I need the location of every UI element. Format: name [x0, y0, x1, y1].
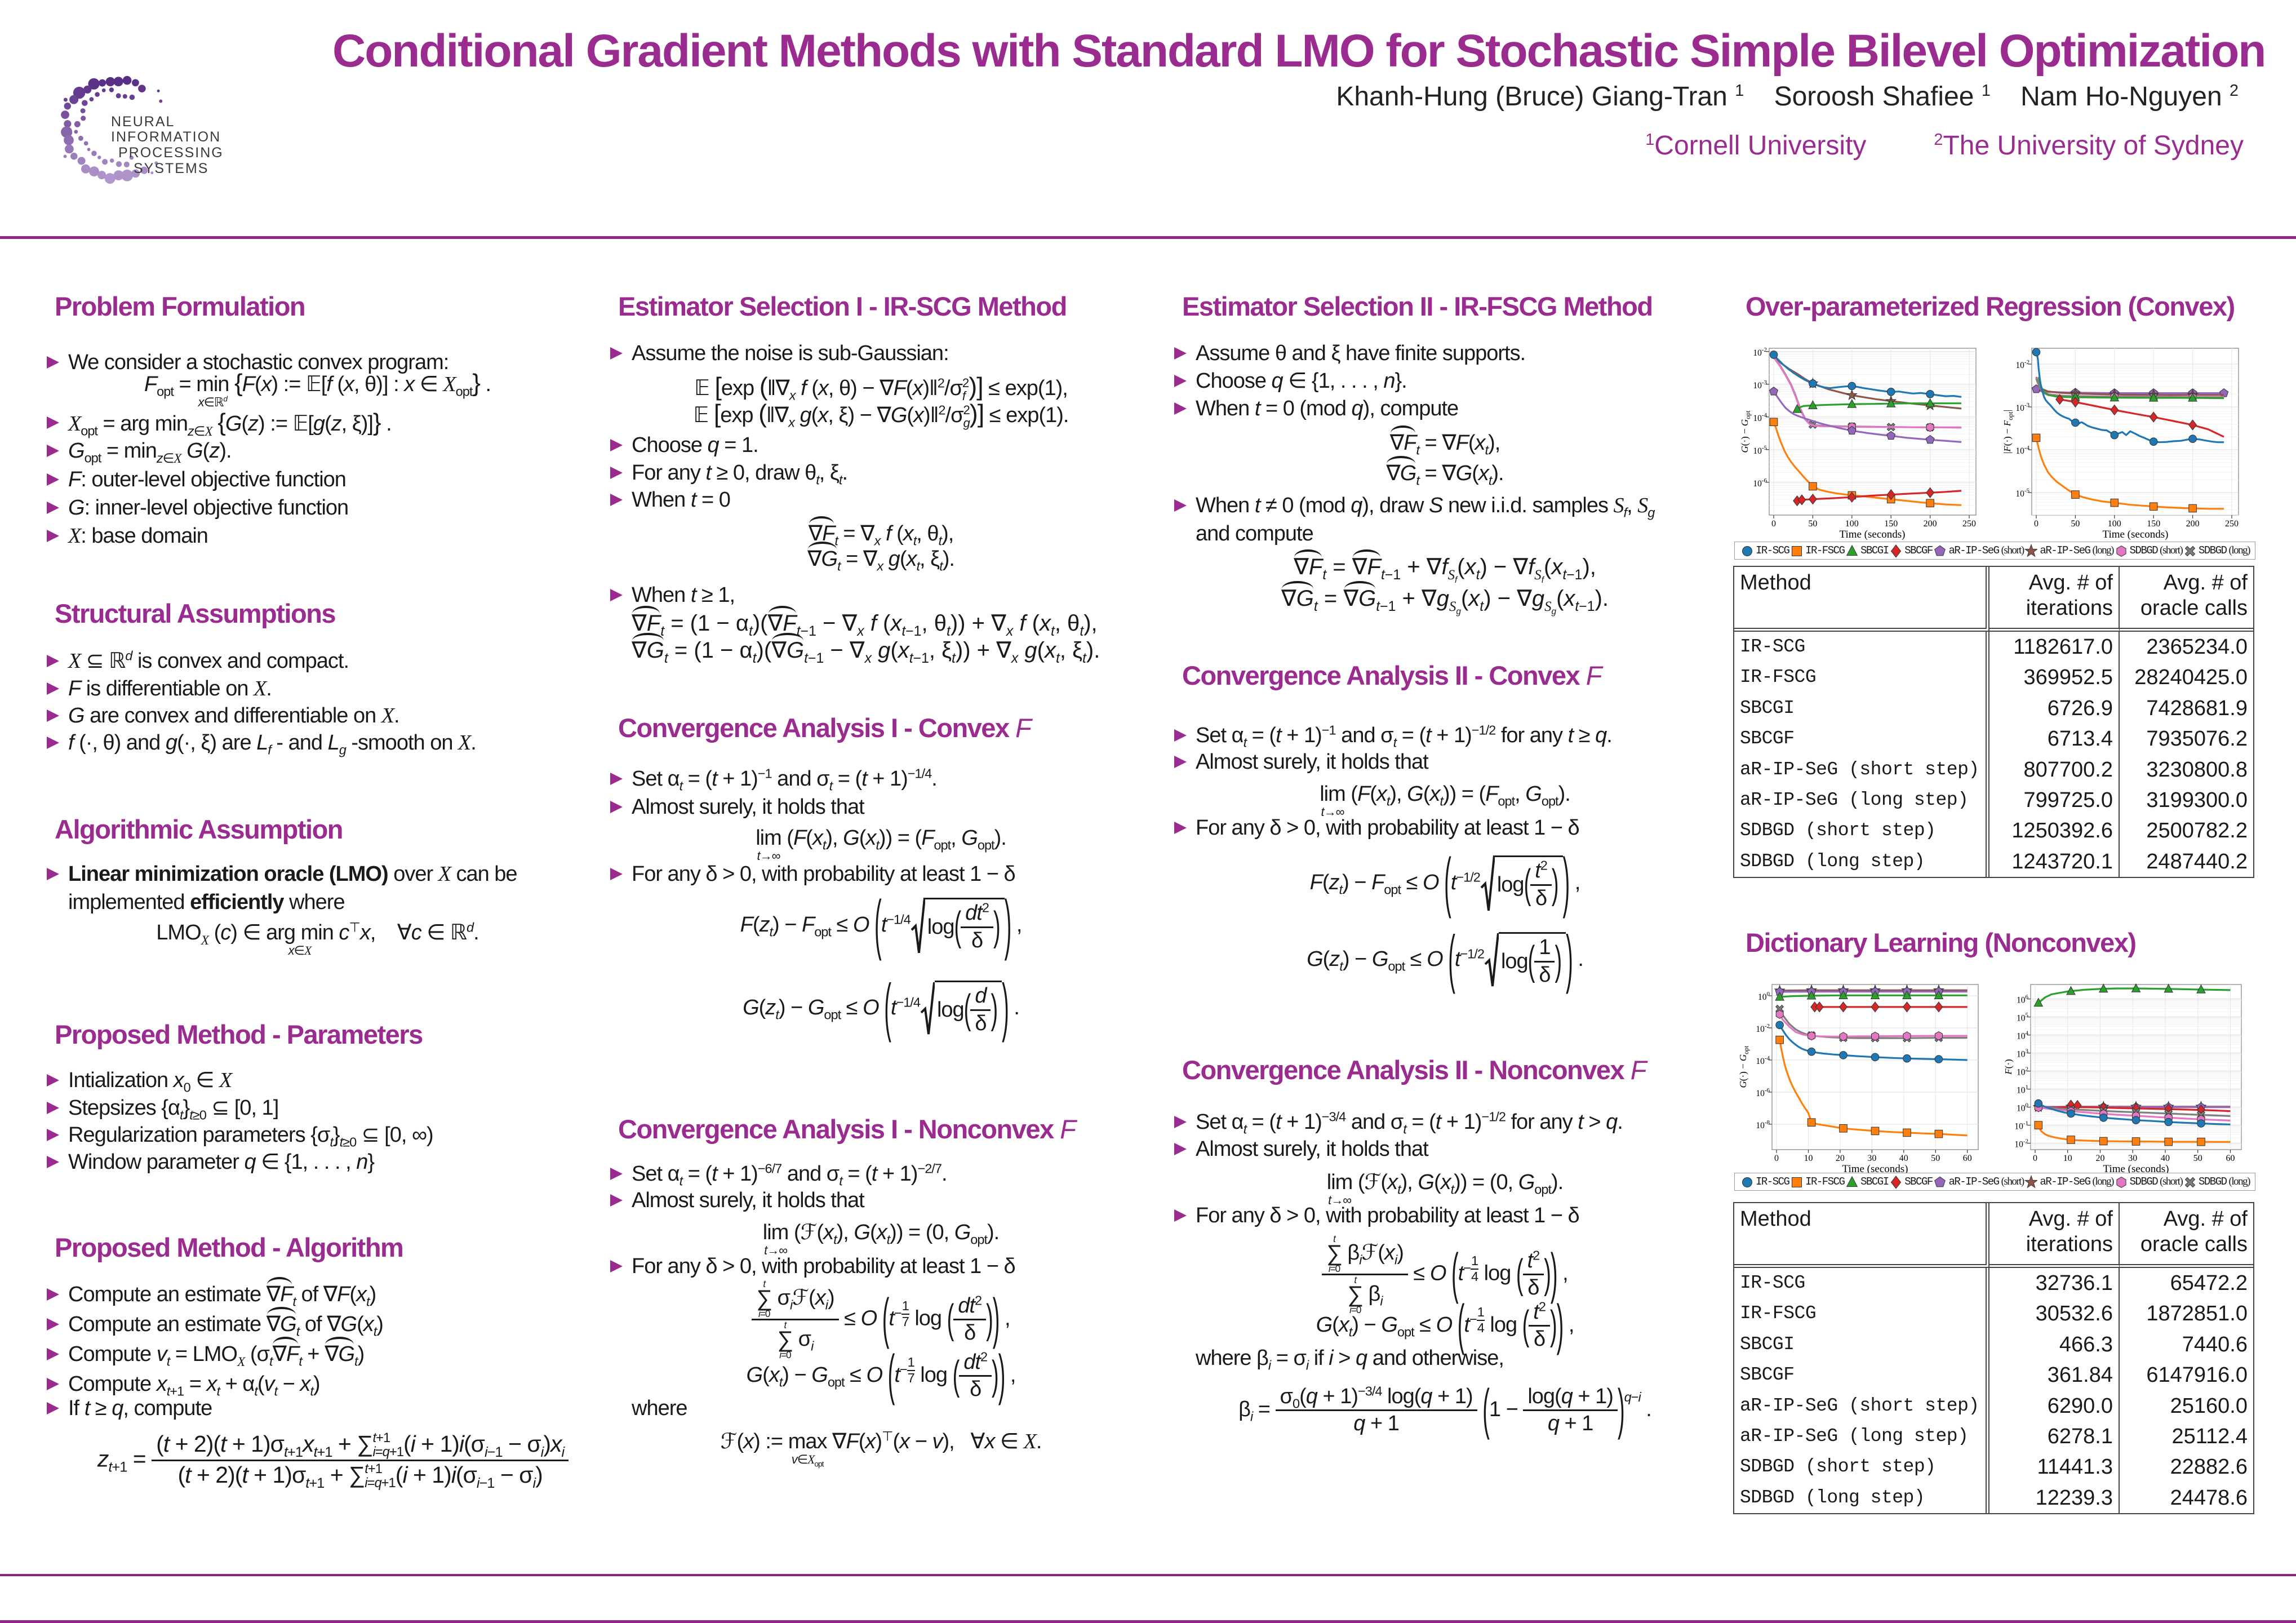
svg-text:F(·): F(·) [2003, 1059, 2014, 1075]
svg-text:104: 104 [2017, 1030, 2029, 1041]
svg-text:G(·) − Gopt: G(·) − Gopt [1738, 1045, 1750, 1088]
svg-text:10: 10 [2063, 1154, 2072, 1163]
svg-text:50: 50 [1931, 1154, 1940, 1163]
svg-text:10-3: 10-3 [2015, 402, 2029, 413]
svg-text:106: 106 [2017, 994, 2029, 1005]
svg-text:|F(·) − Fopt|: |F(·) − Fopt| [2002, 410, 2014, 454]
svg-text:SYSTEMS: SYSTEMS [134, 161, 208, 176]
svg-text:10-4: 10-4 [1753, 412, 1767, 423]
svg-text:0: 0 [1771, 519, 1776, 529]
svg-text:101: 101 [2017, 1084, 2028, 1096]
svg-text:10-5: 10-5 [1753, 445, 1767, 456]
svg-text:10-2: 10-2 [2014, 1138, 2028, 1150]
svg-text:10-5: 10-5 [2015, 487, 2029, 499]
svg-text:150: 150 [1884, 519, 1898, 529]
svg-text:30: 30 [1867, 1154, 1876, 1163]
svg-text:10-3: 10-3 [1753, 379, 1767, 391]
svg-text:20: 20 [1836, 1154, 1845, 1163]
svg-text:250: 250 [1962, 519, 1976, 529]
svg-text:Time (seconds): Time (seconds) [1840, 529, 1906, 540]
svg-text:50: 50 [2193, 1154, 2202, 1163]
svg-text:10-1: 10-1 [2014, 1120, 2028, 1132]
svg-text:30: 30 [2128, 1154, 2137, 1163]
svg-text:10-4: 10-4 [2015, 445, 2029, 456]
svg-text:10-6: 10-6 [1753, 477, 1767, 489]
svg-text:100: 100 [1758, 991, 1770, 1002]
svg-text:60: 60 [2226, 1154, 2235, 1163]
svg-text:100: 100 [2108, 519, 2121, 529]
svg-text:20: 20 [2096, 1154, 2105, 1163]
svg-text:50: 50 [1808, 519, 1817, 529]
svg-text:10-4: 10-4 [1756, 1055, 1770, 1066]
svg-text:0: 0 [2034, 519, 2039, 529]
svg-text:100: 100 [2017, 1102, 2029, 1114]
svg-text:Time (seconds): Time (seconds) [1842, 1163, 1908, 1175]
svg-text:40: 40 [2161, 1154, 2170, 1163]
svg-text:250: 250 [2225, 519, 2239, 529]
svg-text:40: 40 [1899, 1154, 1908, 1163]
svg-text:10-2: 10-2 [2015, 359, 2029, 370]
svg-text:INFORMATION: INFORMATION [111, 129, 221, 145]
svg-text:200: 200 [2186, 519, 2200, 529]
svg-text:Time (seconds): Time (seconds) [2103, 1163, 2169, 1175]
svg-text:0: 0 [2033, 1154, 2037, 1163]
svg-text:PROCESSING: PROCESSING [118, 145, 224, 161]
svg-text:103: 103 [2017, 1048, 2029, 1059]
svg-text:10-8: 10-8 [1756, 1119, 1770, 1130]
svg-text:G(·) − Gopt: G(·) − Gopt [1739, 410, 1752, 453]
svg-text:10-6: 10-6 [1756, 1087, 1770, 1098]
svg-text:102: 102 [2017, 1066, 2028, 1077]
svg-text:60: 60 [1963, 1154, 1972, 1163]
svg-text:10: 10 [1804, 1154, 1813, 1163]
svg-text:Time (seconds): Time (seconds) [2103, 529, 2169, 540]
svg-text:10-2: 10-2 [1756, 1023, 1770, 1034]
svg-text:50: 50 [2071, 519, 2080, 529]
svg-text:105: 105 [2017, 1012, 2029, 1023]
svg-text:0: 0 [1774, 1154, 1779, 1163]
svg-text:200: 200 [1924, 519, 1937, 529]
svg-text:150: 150 [2147, 519, 2160, 529]
svg-text:NEURAL: NEURAL [111, 114, 175, 130]
svg-text:10-2: 10-2 [1753, 347, 1767, 358]
svg-text:100: 100 [1845, 519, 1859, 529]
